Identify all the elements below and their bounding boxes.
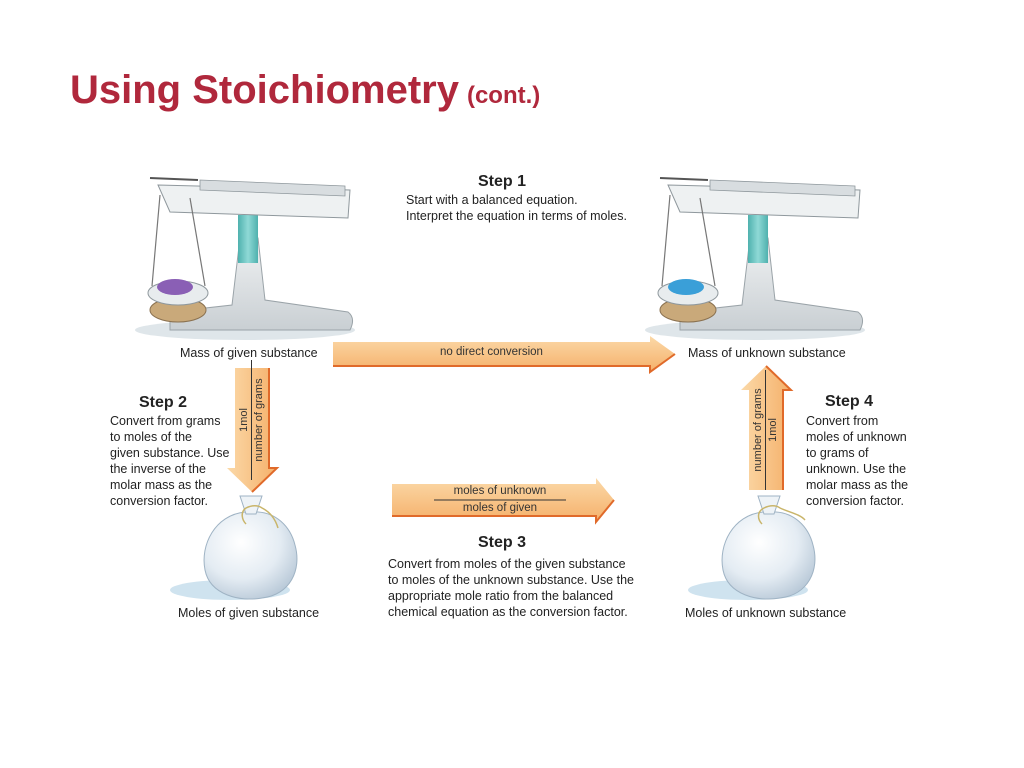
arrow-step3 [392, 478, 615, 525]
step2-line: the inverse of the [110, 462, 206, 476]
left-pan-hanger-right [189, 197, 206, 287]
arrow-step4-up [741, 365, 794, 490]
left-arrow-body [227, 368, 277, 492]
step2-line: to moles of the [110, 430, 192, 444]
right-arrow-edge [765, 365, 794, 490]
step4-line: conversion factor. [806, 494, 904, 508]
middle-arrow-edge [392, 499, 615, 525]
right-balance-illustration [645, 177, 865, 340]
right-sample [668, 279, 704, 295]
step4-line: to grams of [806, 446, 869, 460]
left-balance-scale-rail [199, 179, 346, 197]
step4-line: moles of unknown [806, 430, 907, 444]
step1-heading: Step 1 [478, 172, 526, 192]
step3-line: appropriate mole ratio from the balanced [388, 589, 614, 603]
step3-line: Convert from moles of the given substanc… [388, 557, 626, 571]
step3-line: to moles of the unknown substance. Use t… [388, 573, 634, 587]
step1-line: Start with a balanced equation. [406, 193, 578, 207]
left-balance-illustration [135, 177, 355, 340]
right-bag-neck [757, 495, 781, 515]
step1-line: Interpret the equation in terms of moles… [406, 209, 627, 223]
step1-description: Start with a balanced equation. Interpre… [406, 192, 627, 224]
right-pan-hanger-right [699, 197, 716, 287]
step4-line: Convert from [806, 414, 879, 428]
middle-arrow-denominator: moles of given [462, 502, 538, 514]
step3-description: Convert from moles of the given substanc… [388, 556, 634, 620]
top-arrow-body [333, 336, 675, 372]
step4-line: unknown. Use the [806, 462, 907, 476]
right-balance-scale-rail [709, 179, 856, 197]
step2-heading-text: Step 2 [139, 394, 188, 411]
label-mass-given: Mass of given substance [180, 346, 318, 360]
right-pan-hanger-left [661, 194, 671, 287]
label-moles-given: Moles of given substance [178, 606, 320, 620]
left-bag-neck [239, 495, 263, 515]
step3-line: chemical equation as the conversion fact… [388, 605, 628, 619]
label-moles-unknown: Moles of unknown substance [685, 606, 847, 620]
top-arrow-edge [333, 353, 676, 374]
left-pan-hanger-left [151, 194, 161, 287]
step2-line: conversion factor. [110, 494, 208, 508]
left-mole-bag-illustration [170, 495, 298, 600]
step2-heading: Step 2 [139, 393, 187, 413]
title-suffix: (cont.) [466, 82, 541, 109]
step4-line: molar mass as the [806, 478, 909, 492]
right-arrow-fraction: number of grams 1mol [751, 370, 781, 490]
top-arrow-label: no direct conversion [440, 346, 543, 358]
left-arrow-edge [251, 368, 280, 493]
label-mass-unknown: Mass of unknown substance [688, 346, 846, 360]
title-main: Using Stoichiometry [70, 68, 459, 112]
right-bag-string [757, 505, 806, 525]
right-arrow-body [741, 366, 791, 490]
step4-heading-text: Step 4 [825, 393, 874, 410]
left-balance-column [238, 215, 258, 263]
step2-description: Convert from grams to moles of the given… [110, 413, 230, 509]
step4-heading: Step 4 [825, 392, 873, 412]
right-balance-pointer [659, 177, 709, 181]
step3-heading-text: Step 3 [478, 534, 527, 551]
right-arrow-numerator: number of grams [752, 388, 764, 472]
slide-title: Using Stoichiometry (cont.) [70, 66, 540, 120]
step2-line: molar mass as the [110, 478, 213, 492]
left-bag [203, 511, 298, 600]
arrow-step2-down [227, 368, 280, 493]
right-balance-column [748, 215, 768, 263]
left-arrow-numerator: 1mol [238, 408, 250, 432]
left-balance-pointer [149, 177, 199, 181]
step1-heading-text: Step 1 [478, 173, 527, 190]
left-sample [157, 279, 193, 295]
middle-arrow-numerator: moles of unknown [453, 485, 547, 497]
step3-heading: Step 3 [478, 533, 526, 553]
step2-line: Convert from grams [110, 414, 221, 428]
arrow-no-direct-conversion [333, 336, 676, 374]
step2-line: given substance. Use [110, 446, 230, 460]
right-bag [721, 511, 816, 600]
left-arrow-fraction: 1mol number of grams [237, 360, 267, 480]
right-mole-bag-illustration [688, 495, 816, 600]
right-arrow-denominator: 1mol [765, 370, 780, 490]
left-arrow-denominator: number of grams [251, 360, 266, 480]
step4-description: Convert from moles of unknown to grams o… [806, 413, 908, 509]
left-bag-string [241, 505, 279, 529]
